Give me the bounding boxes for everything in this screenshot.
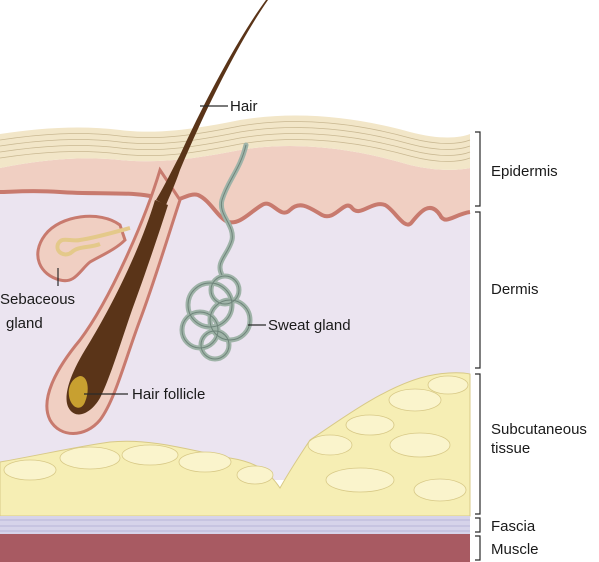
brace-fascia: [475, 517, 481, 533]
sebaceous-duct: [55, 226, 131, 257]
muscle-band: [0, 534, 470, 562]
label-sebaceous-gland-1: Sebaceous: [0, 291, 75, 308]
label-fascia: Fascia: [491, 518, 536, 535]
label-hair: Hair: [230, 98, 258, 115]
hair-root: [66, 200, 168, 415]
hair-bulb: [68, 376, 88, 408]
brace-subcutaneous: [475, 373, 481, 515]
label-epidermis: Epidermis: [491, 163, 558, 180]
epidermis-region: [0, 115, 470, 170]
papillary-dermis: [0, 145, 470, 225]
label-dermis: Dermis: [491, 281, 539, 298]
hair-shaft: [156, 0, 268, 205]
brace-dermis: [475, 211, 481, 369]
label-subcutaneous-1: Subcutaneous: [491, 421, 587, 438]
label-sweat-gland: Sweat gland: [268, 317, 351, 334]
label-sebaceous-gland-2: gland: [6, 315, 43, 332]
epidermis-strata: [0, 121, 471, 162]
label-hair-follicle: Hair follicle: [132, 386, 205, 403]
label-muscle: Muscle: [491, 541, 539, 558]
brace-muscle: [475, 535, 481, 561]
label-subcutaneous-2: tissue: [491, 440, 530, 457]
fat-lobules: [3, 375, 469, 502]
sweat-gland-inner: [181, 144, 251, 360]
brace-epidermis: [475, 131, 481, 207]
